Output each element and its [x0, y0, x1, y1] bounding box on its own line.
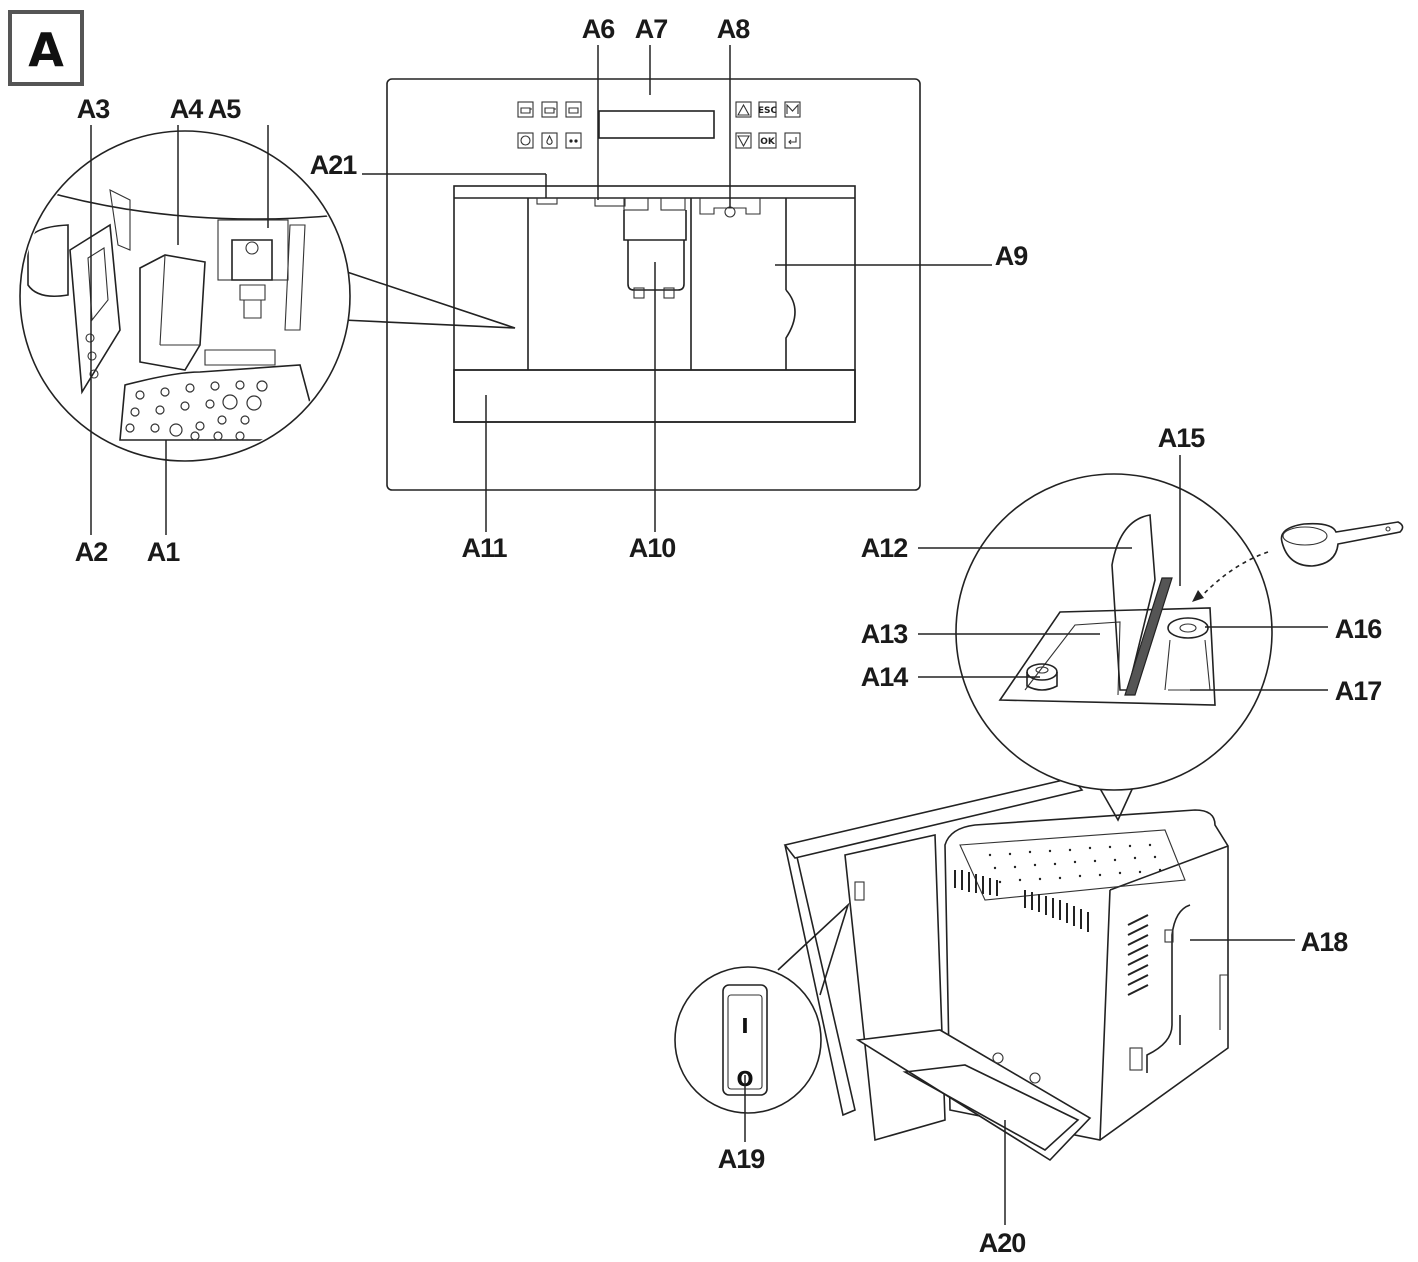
- up-button[interactable]: [735, 101, 752, 118]
- infuser: [231, 239, 273, 281]
- figure-badge: A: [8, 10, 84, 86]
- figure-letter: A: [28, 23, 64, 77]
- label-a14: A14: [861, 662, 909, 692]
- side-door: [785, 289, 796, 370]
- label-a1: A1: [147, 537, 180, 567]
- esc-button[interactable]: [758, 101, 777, 118]
- label-a17: A17: [1335, 676, 1382, 706]
- two-cup-button[interactable]: [541, 101, 558, 118]
- power-switch-detail: I O: [674, 966, 822, 1114]
- label-a13: A13: [861, 619, 909, 649]
- callout-pointer-switch: [777, 902, 850, 996]
- label-a21: A21: [310, 150, 358, 180]
- leader-lines: [90, 45, 1328, 1225]
- callout-pointer: [334, 267, 516, 329]
- ok-button[interactable]: [758, 132, 777, 149]
- machine-rear-view: [777, 777, 1229, 1162]
- label-a9: A9: [995, 241, 1028, 271]
- down-arrow-icon: [737, 135, 750, 148]
- bean-container: [998, 607, 1216, 706]
- drip-tray-basin: [902, 1064, 1080, 1151]
- coffee-spout: [627, 240, 685, 291]
- label-a2: A2: [75, 537, 108, 567]
- front-panel-outline: [386, 78, 921, 491]
- measuring-scoop: [1280, 521, 1404, 567]
- large-cup-button[interactable]: [565, 101, 582, 118]
- label-a5: A5: [208, 94, 241, 124]
- part-labels: A3 A4 A5 A2 A1 A6 A7 A8 A21 A9 A11 A10 A…: [75, 14, 1384, 1258]
- label-a10: A10: [629, 533, 676, 563]
- lid-seal: [1124, 577, 1173, 696]
- drip-tray: [855, 1029, 1092, 1162]
- label-a7: A7: [635, 14, 668, 44]
- cup-light: [536, 197, 558, 205]
- water-button[interactable]: [541, 132, 558, 149]
- esc-button-label: ESC: [758, 106, 778, 116]
- aroma-button[interactable]: [565, 132, 582, 149]
- label-a8: A8: [717, 14, 750, 44]
- display-screen: [598, 110, 715, 139]
- pre-ground-funnel: [1167, 617, 1209, 639]
- switch-detail-circle: [674, 966, 822, 1114]
- label-a12: A12: [861, 533, 908, 563]
- coffee-chute-detail: [955, 473, 1404, 791]
- water-tank: [844, 834, 946, 1142]
- service-door: [69, 223, 121, 395]
- left-button-group: [517, 101, 582, 149]
- return-icon: [788, 137, 797, 145]
- coffee-spout-housing: [623, 210, 687, 241]
- side-panel: [784, 844, 856, 1117]
- power-on-symbol: I: [741, 1014, 748, 1038]
- label-a15: A15: [1158, 423, 1206, 453]
- down-button[interactable]: [735, 132, 752, 149]
- one-cup-button[interactable]: [517, 101, 534, 118]
- ok-button-label: OK: [760, 137, 776, 147]
- power-cable: [1146, 904, 1191, 1073]
- menu-button[interactable]: [784, 101, 801, 118]
- steam-button[interactable]: [517, 132, 534, 149]
- label-a20: A20: [979, 1228, 1026, 1258]
- machine-front-view: ESC OK: [386, 78, 921, 491]
- callout-pointer-top: [1097, 784, 1135, 822]
- scoop-arrow: [1197, 551, 1269, 601]
- return-button[interactable]: [784, 132, 801, 149]
- label-a18: A18: [1301, 927, 1349, 957]
- power-switch-small: [854, 881, 865, 901]
- label-a6: A6: [582, 14, 615, 44]
- detail-circle: [19, 130, 351, 462]
- label-a11: A11: [461, 533, 507, 563]
- label-a16: A16: [1335, 614, 1383, 644]
- bean-container-lid: [1111, 514, 1156, 691]
- up-arrow-icon: [737, 103, 750, 116]
- label-a19: A19: [718, 1144, 766, 1174]
- chute-detail-circle: [955, 473, 1273, 791]
- right-button-group: ESC OK: [735, 101, 801, 149]
- label-a4: A4: [170, 94, 203, 124]
- menu-icon: [786, 103, 799, 114]
- machine-body: [944, 809, 1229, 1141]
- label-a3: A3: [77, 94, 110, 124]
